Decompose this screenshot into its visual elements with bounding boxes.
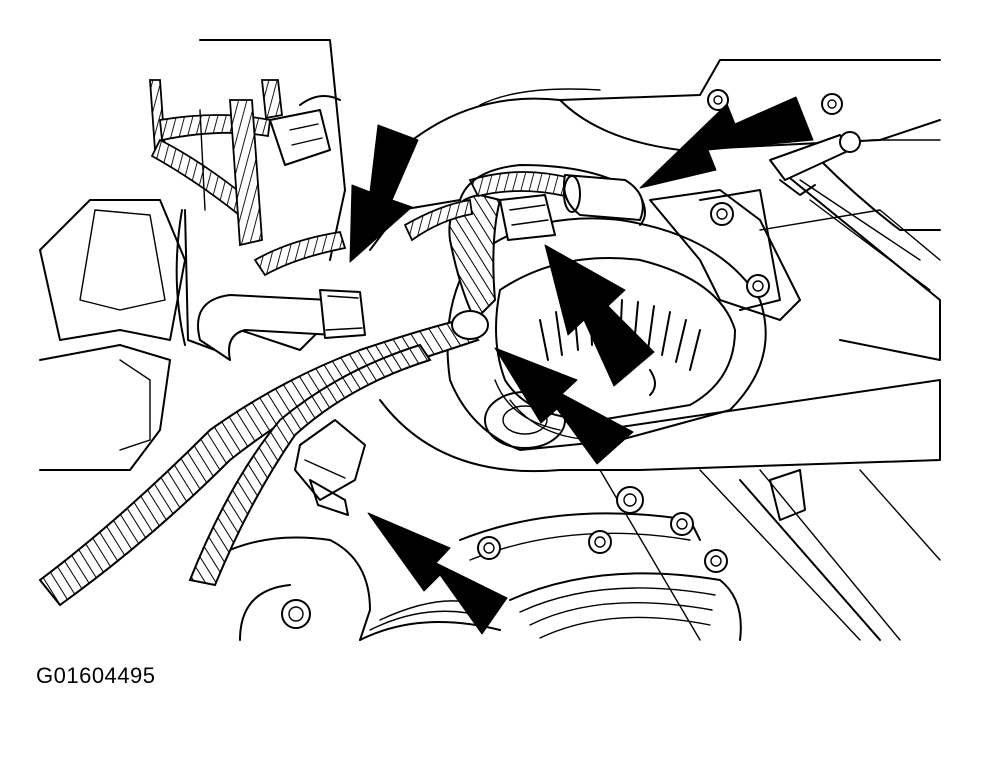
arrow-top-right xyxy=(639,96,814,189)
figure-caption: G01604495 xyxy=(36,663,156,688)
alternator-connector xyxy=(499,174,644,241)
arrow-alternator-connector xyxy=(544,244,655,387)
callout-arrows xyxy=(349,96,814,635)
arrow-lower-clamp xyxy=(367,512,508,635)
corrugated-loom xyxy=(38,164,646,607)
engine-background xyxy=(39,39,941,641)
alternator xyxy=(446,89,843,451)
lower-bolts xyxy=(281,469,806,629)
arrow-top-center xyxy=(349,124,419,263)
upper-harness xyxy=(149,79,341,351)
coolant-hose xyxy=(197,230,366,516)
arrow-alternator-wire xyxy=(494,347,634,465)
battery-terminal xyxy=(769,131,861,196)
